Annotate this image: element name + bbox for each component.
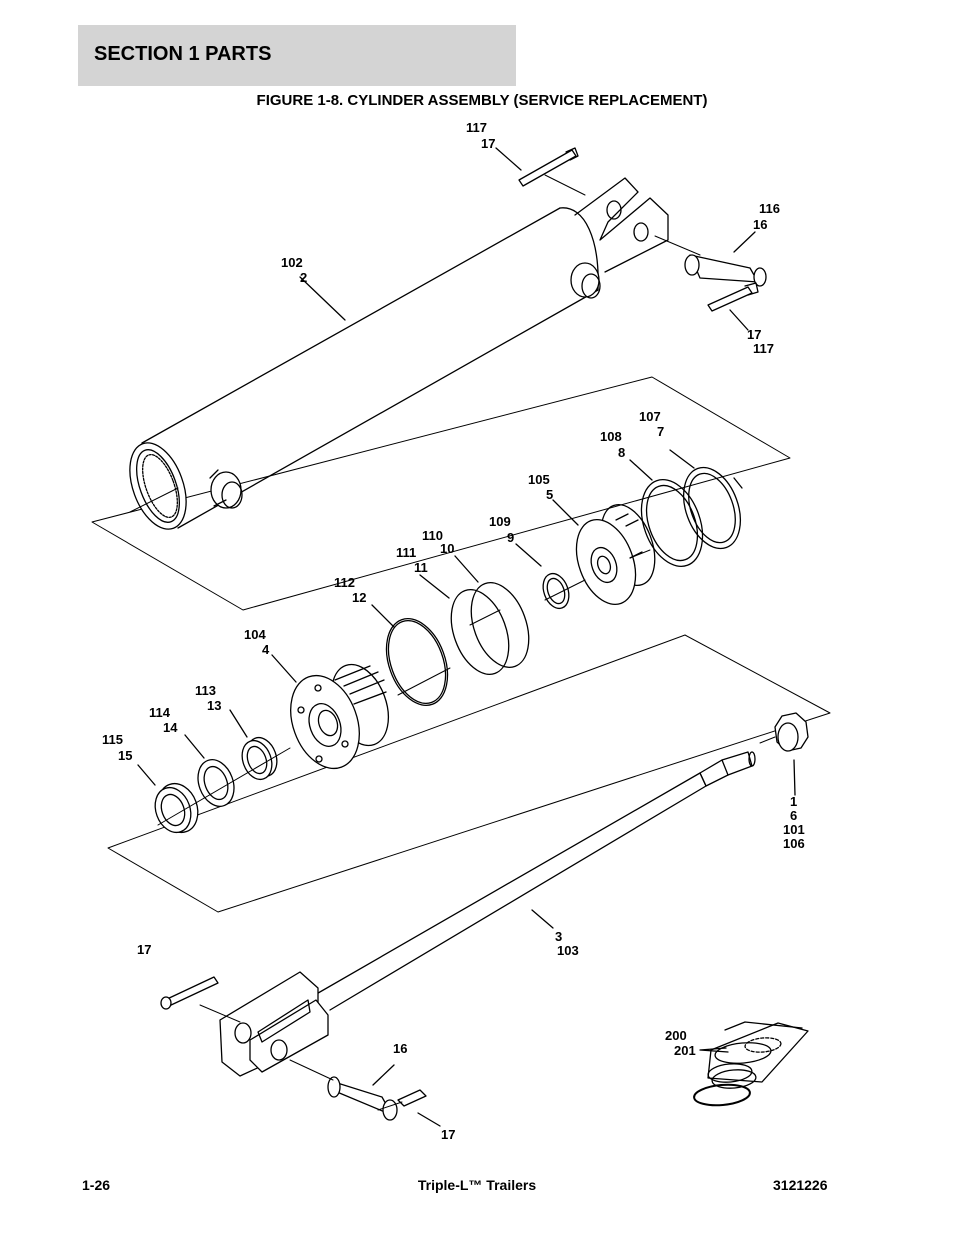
label-8: 8 bbox=[618, 445, 625, 460]
label-102: 102 bbox=[281, 255, 303, 270]
label-115: 115 bbox=[102, 732, 123, 747]
label-200: 200 bbox=[665, 1028, 687, 1043]
label-11: 11 bbox=[414, 560, 428, 575]
label-1: 1 bbox=[790, 794, 797, 809]
label-6: 6 bbox=[790, 808, 797, 823]
section-banner: SECTION 1 PARTS bbox=[78, 25, 516, 86]
label-3: 3 bbox=[555, 929, 562, 944]
label-110: 110 bbox=[422, 528, 443, 543]
label-17-bottom: 17 bbox=[441, 1127, 455, 1142]
label-101: 101 bbox=[783, 822, 805, 837]
head-and-seals bbox=[107, 634, 831, 1127]
label-107: 107 bbox=[639, 409, 661, 424]
piston-parts bbox=[371, 449, 743, 707]
label-111: 111 bbox=[396, 545, 416, 560]
label-113: 113 bbox=[195, 683, 216, 698]
footer-doc-number: 3121226 bbox=[773, 1177, 828, 1193]
label-12: 12 bbox=[352, 590, 366, 605]
label-105: 105 bbox=[528, 472, 550, 487]
label-16-right: 16 bbox=[753, 217, 767, 232]
label-104: 104 bbox=[244, 627, 266, 642]
label-114: 114 bbox=[149, 705, 171, 720]
seal-kit bbox=[693, 1021, 809, 1107]
label-106: 106 bbox=[783, 836, 805, 851]
label-13: 13 bbox=[207, 698, 221, 713]
label-16-bottom: 16 bbox=[393, 1041, 407, 1056]
label-17-bottom-left: 17 bbox=[137, 942, 151, 957]
label-201: 201 bbox=[674, 1043, 696, 1058]
label-17-right: 17 bbox=[747, 327, 761, 342]
label-2: 2 bbox=[300, 270, 307, 285]
figure-title: FIGURE 1-8. CYLINDER ASSEMBLY (SERVICE R… bbox=[256, 92, 708, 109]
callout-labels: 117 17 116 16 102 2 17 117 107 7 108 8 1… bbox=[102, 120, 805, 1142]
label-5: 5 bbox=[546, 487, 553, 502]
label-15: 15 bbox=[118, 748, 132, 763]
label-112: 112 bbox=[334, 575, 355, 590]
label-103: 103 bbox=[557, 943, 579, 958]
section-title: SECTION 1 PARTS bbox=[94, 43, 272, 65]
label-109: 109 bbox=[489, 514, 511, 529]
label-17-top: 17 bbox=[481, 136, 495, 151]
label-108: 108 bbox=[600, 429, 622, 444]
label-117-top: 117 bbox=[466, 120, 487, 135]
label-7: 7 bbox=[657, 424, 664, 439]
label-10: 10 bbox=[440, 541, 454, 556]
label-4: 4 bbox=[262, 642, 270, 657]
label-116: 116 bbox=[759, 201, 780, 216]
footer-title: Triple-L™ Trailers bbox=[417, 1177, 537, 1193]
barrel-assembly bbox=[91, 147, 791, 611]
footer-page-number: 1-26 bbox=[82, 1177, 111, 1193]
label-9: 9 bbox=[507, 530, 514, 545]
label-117-right: 117 bbox=[753, 341, 774, 356]
label-14: 14 bbox=[163, 720, 178, 735]
